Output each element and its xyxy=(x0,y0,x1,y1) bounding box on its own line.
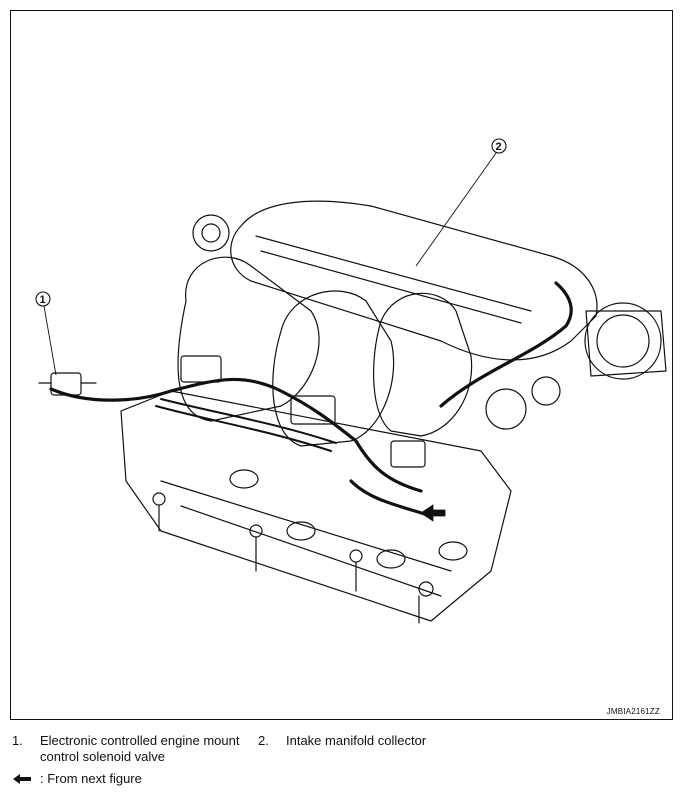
manifold-collector xyxy=(230,200,598,361)
vacuum-hose xyxy=(349,479,433,518)
figure-code: JMBIA2161ZZ xyxy=(606,707,660,716)
arrow-legend-text: : From next figure xyxy=(40,771,142,786)
intake-runner xyxy=(177,256,320,422)
vacuum-hose xyxy=(439,281,573,408)
vacuum-hose xyxy=(49,377,423,493)
figure-frame: 1 2 JMBIA2161ZZ xyxy=(10,10,673,720)
throttle-body xyxy=(584,302,662,380)
lower-manifold xyxy=(120,390,512,622)
intake-runner xyxy=(272,290,395,447)
callout-2: 2 xyxy=(415,138,507,267)
legend-item-text: Intake manifold collector xyxy=(286,733,427,748)
vacuum-hose xyxy=(160,398,337,444)
callout-1: 1 xyxy=(35,291,57,376)
svg-text:2: 2 xyxy=(496,141,502,153)
legend-item-number: 2. xyxy=(258,733,269,748)
intake-manifold-illustration: 1 2 xyxy=(35,138,667,624)
legend-item-number: 1. xyxy=(12,733,23,748)
vacuum-hose xyxy=(155,405,332,452)
legend-item-text: Electronic controlled engine mount contr… xyxy=(40,733,240,764)
intake-runner xyxy=(372,292,473,437)
left-arrow-icon xyxy=(13,774,31,784)
svg-text:1: 1 xyxy=(40,294,46,306)
left-arrow-icon xyxy=(420,504,446,522)
